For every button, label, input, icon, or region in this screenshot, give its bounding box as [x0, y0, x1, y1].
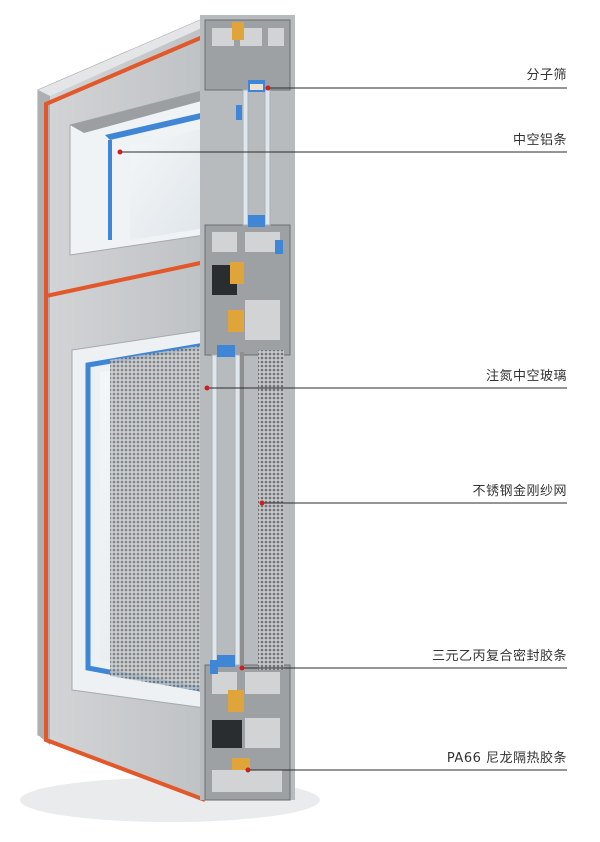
thermal-strip-outline: [44, 34, 206, 802]
marker-dot-hollow-aluminium-spacer: [117, 149, 123, 155]
upper-spacer-blue: [105, 112, 205, 140]
upper-opening-inner-bevel: [70, 90, 205, 133]
marker-dot-pa66-nylon-thermal-strip: [245, 767, 251, 773]
callout-label-stainless-steel-mesh: 不锈钢金刚纱网: [472, 484, 567, 499]
thermal-strip-mullion: [45, 260, 206, 298]
stainless-mesh-panel: [110, 345, 205, 692]
frame-top-bevel: [38, 18, 215, 96]
marker-dot-molecular-sieve: [265, 85, 271, 91]
marker-dot-argon-insulated-glass: [204, 385, 210, 391]
upper-glass-pane: [130, 128, 205, 240]
marker-dot-epdm-composite-seal: [239, 665, 245, 671]
profile-cross-section: [200, 15, 295, 801]
callout-label-hollow-aluminium-spacer: 中空铝条: [512, 133, 567, 148]
callout-label-pa66-nylon-thermal-strip: PA66 尼龙隔热胶条: [446, 751, 567, 766]
callout-label-argon-insulated-glass: 注氮中空玻璃: [485, 369, 567, 384]
callout-label-molecular-sieve: 分子筛: [526, 68, 567, 83]
marker-dot-stainless-steel-mesh: [259, 500, 265, 506]
callout-label-epdm-composite-seal: 三元乙丙复合密封胶条: [431, 649, 567, 664]
